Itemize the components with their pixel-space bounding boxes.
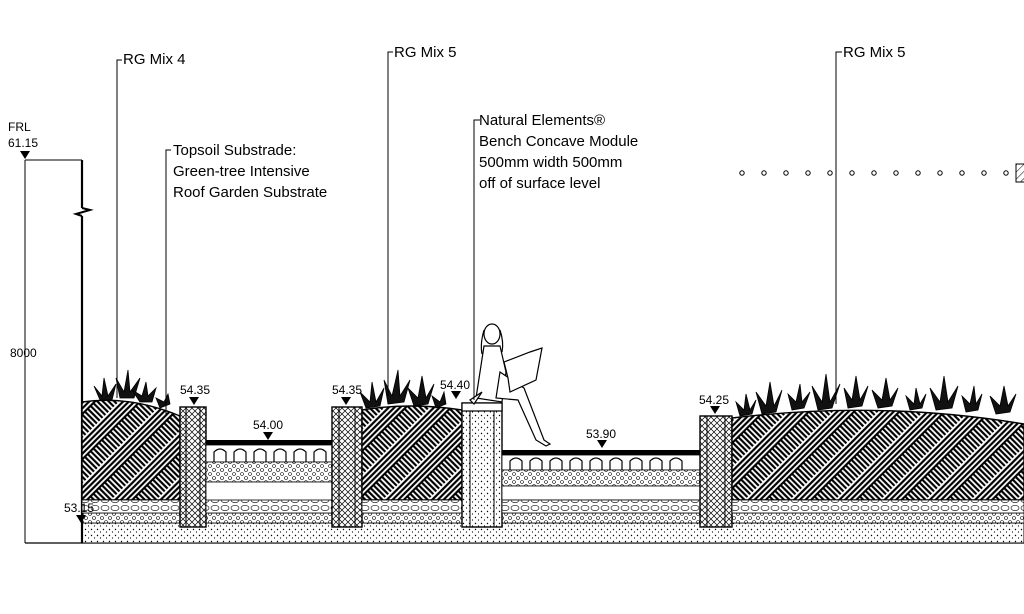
callout-bench-line-2: Bench Concave Module	[479, 133, 638, 150]
planter-left	[81, 399, 181, 514]
leader-lines	[116, 51, 842, 414]
paving-1	[205, 440, 333, 514]
level-54-25: 54.25	[699, 393, 729, 407]
callout-topsoil-line-2: Green-tree Intensive	[173, 163, 310, 180]
callout-topsoil-line-3: Roof Garden Substrate	[173, 184, 327, 201]
height-dimension: 8000	[10, 346, 37, 360]
level-54-35-middle: 54.35	[332, 383, 362, 397]
column-3	[699, 415, 733, 528]
column-1	[179, 406, 207, 528]
level-54-00: 54.00	[253, 418, 283, 432]
level-markers	[76, 391, 720, 523]
planter-right	[731, 409, 1024, 514]
ground-slab	[25, 512, 1024, 544]
paving-2	[501, 450, 701, 514]
callout-rg-mix-4: RG Mix 4	[123, 51, 186, 68]
plants	[93, 369, 1017, 417]
callout-bench-line-3: 500mm width 500mm	[479, 154, 622, 171]
column-2	[331, 406, 363, 528]
seated-person-figure	[469, 323, 552, 447]
level-54-35-left: 54.35	[180, 383, 210, 397]
level-53-90: 53.90	[586, 427, 616, 441]
callout-rg-mix-5-left: RG Mix 5	[394, 44, 457, 61]
callout-bench-line-1: Natural Elements®	[479, 112, 605, 129]
callout-bench-line-4: off of surface level	[479, 175, 600, 192]
level-54-40: 54.40	[440, 378, 470, 392]
base-level: 53.15	[64, 501, 94, 515]
planter-middle	[361, 405, 463, 514]
callout-rg-mix-5-right: RG Mix 5	[843, 44, 906, 61]
callout-topsoil-line-1: Topsoil Substrade:	[173, 142, 296, 159]
railing-dots	[739, 163, 1024, 183]
frl-label: FRL	[8, 120, 31, 134]
bench-module	[461, 402, 503, 528]
frl-value: 61.15	[8, 136, 38, 150]
